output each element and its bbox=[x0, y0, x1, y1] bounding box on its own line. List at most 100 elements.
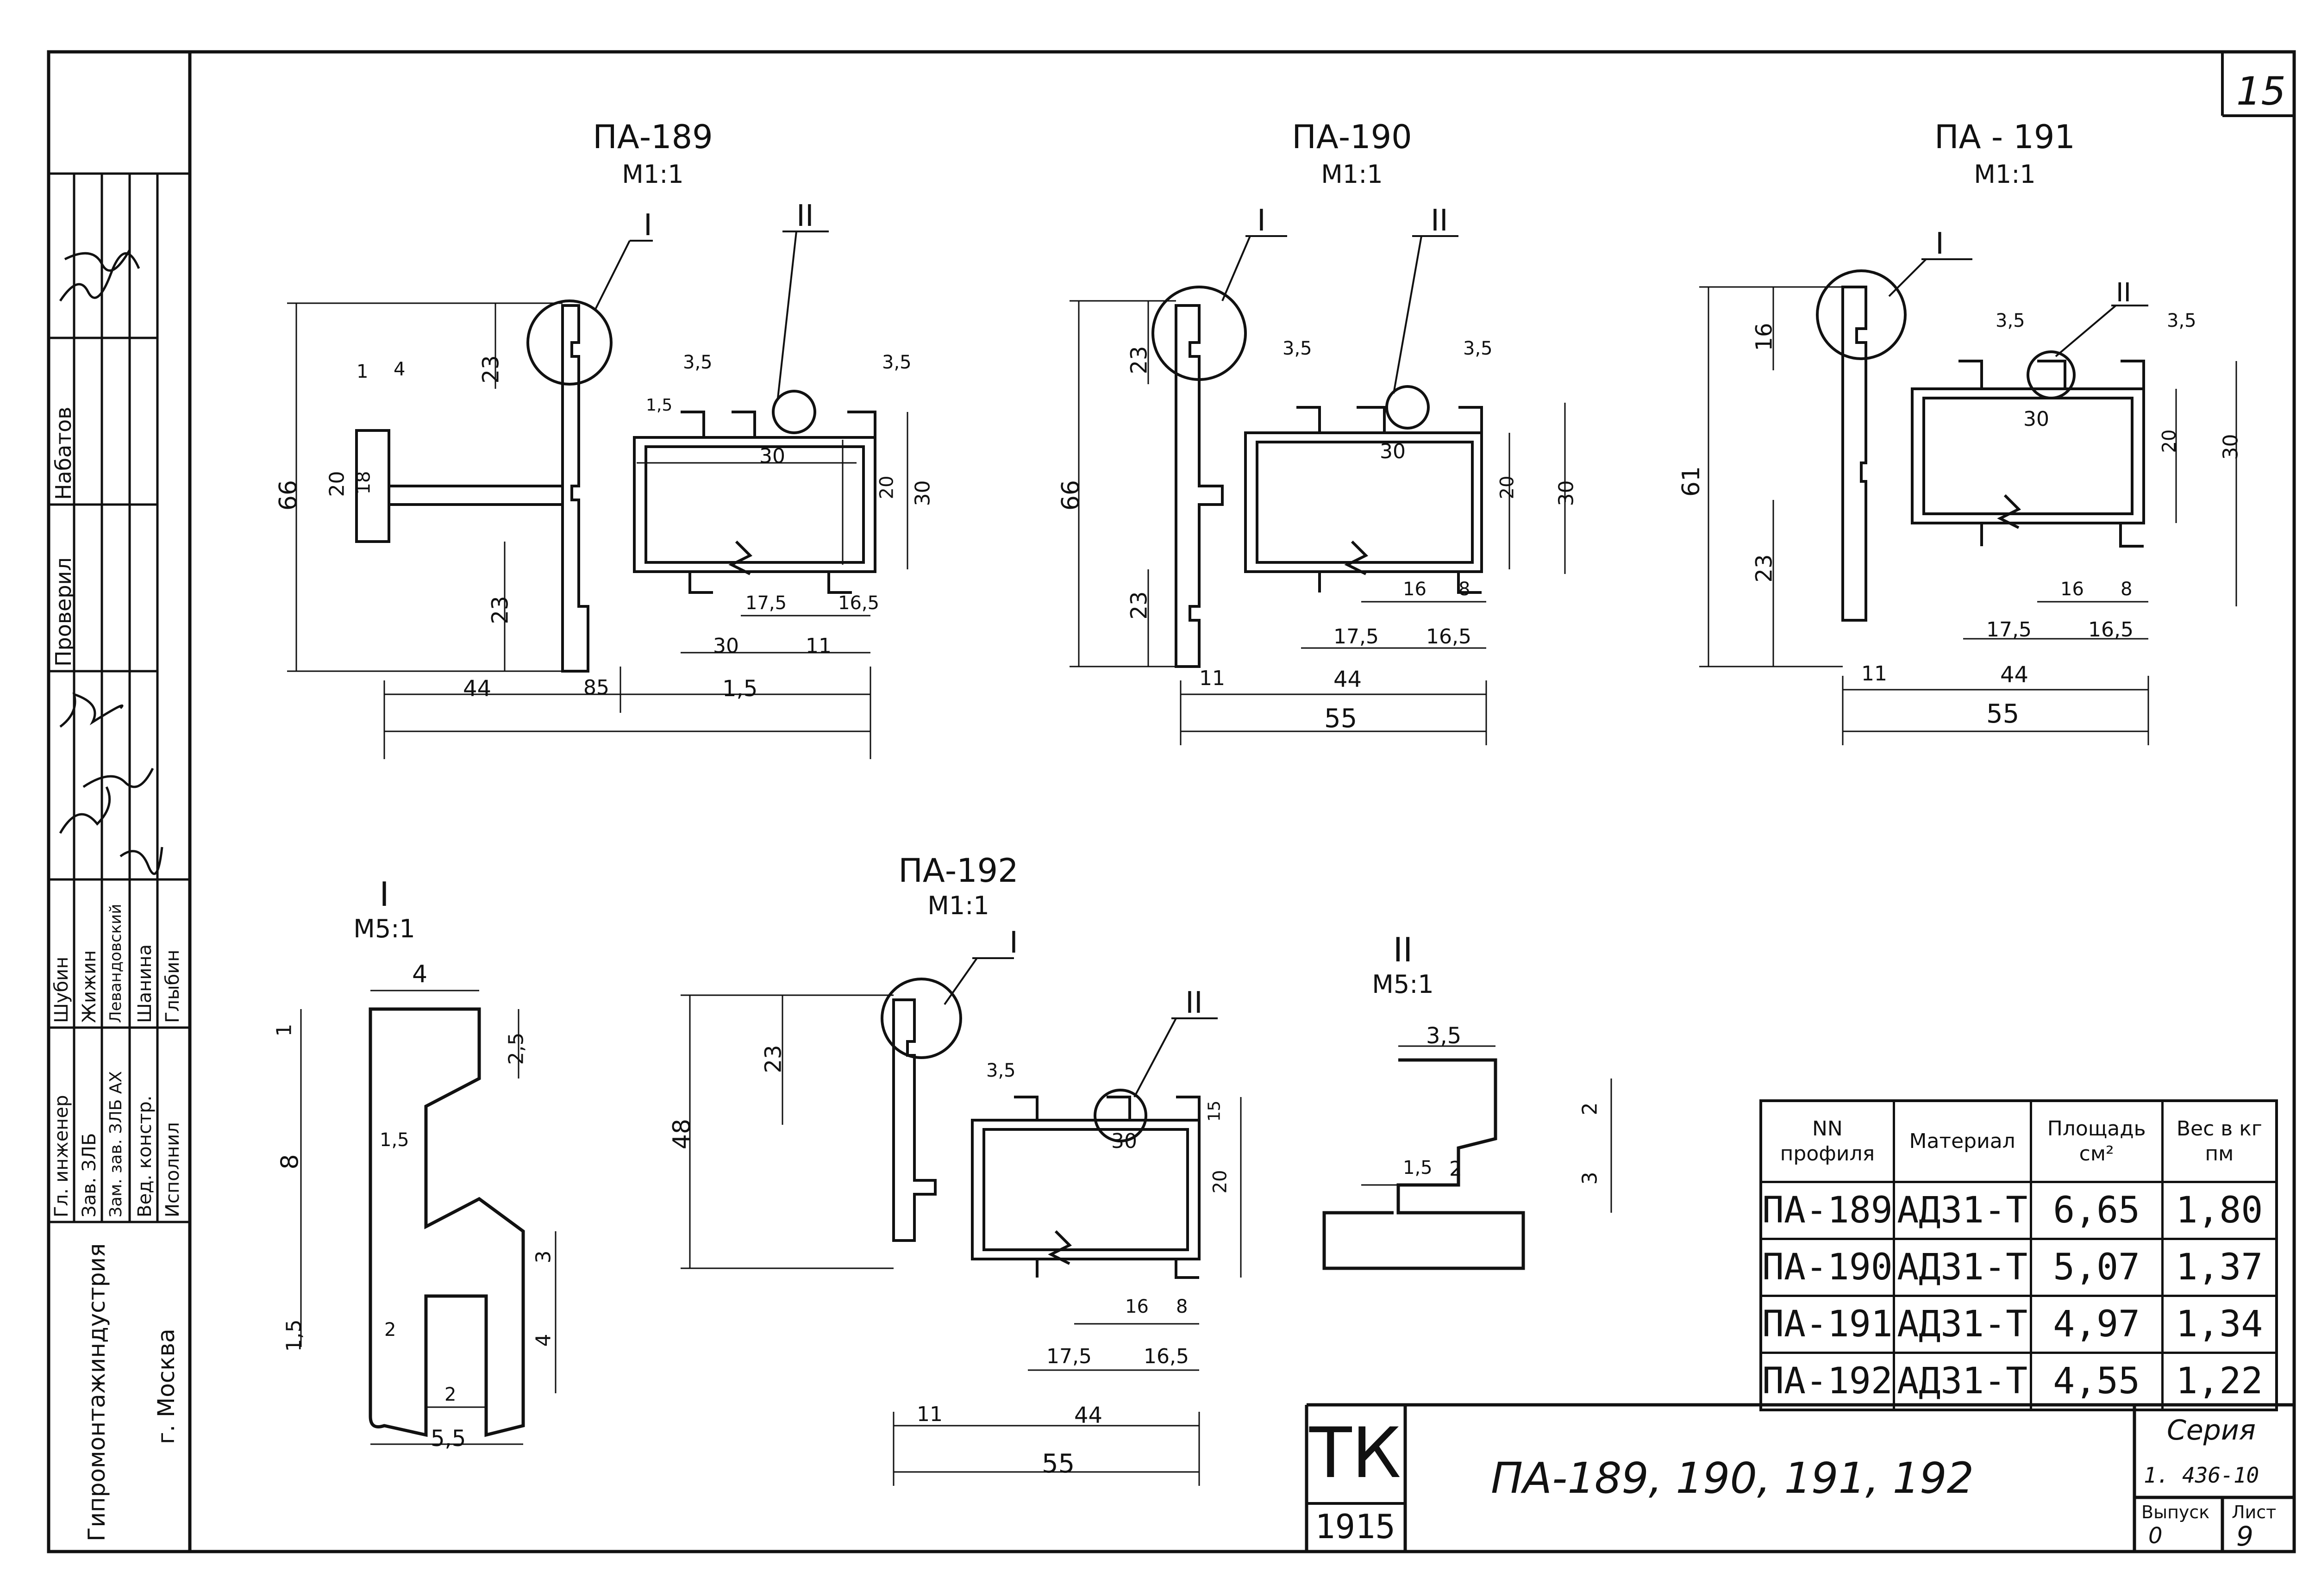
table-header: Вес в кг пм bbox=[2161, 1099, 2278, 1183]
table-cell: 1,22 bbox=[2161, 1352, 2278, 1411]
callout-ii-pa191: II bbox=[2116, 278, 2132, 308]
dim-pa192-23: 23 bbox=[760, 1045, 787, 1073]
dim-pa189-30c: 44 bbox=[463, 676, 492, 702]
dim-pa192-height: 48 bbox=[668, 1118, 696, 1150]
table-cell: АД31-Т bbox=[1892, 1181, 2032, 1240]
dim-d1-25: 2,5 bbox=[504, 1032, 528, 1065]
table-header-row: NN профиля Материал Площадь см² Вес в кг… bbox=[1759, 1099, 2278, 1183]
detail-title-2: II bbox=[1393, 930, 1413, 969]
table-header: Материал bbox=[1892, 1099, 2032, 1183]
dim-d1-15b: 1,5 bbox=[282, 1319, 306, 1352]
table-row: ПА-190 АД31-Т 5,07 1,37 bbox=[1759, 1238, 2278, 1297]
dim-pa189-18: 18 bbox=[353, 471, 375, 495]
dim-pa189-20: 20 bbox=[325, 471, 349, 497]
table-cell: 1,37 bbox=[2161, 1238, 2278, 1297]
series-number: 1. 436-10 bbox=[2144, 1463, 2259, 1488]
dim-d1-2a: 2 bbox=[384, 1319, 396, 1340]
sheet-number-box bbox=[2221, 52, 2294, 117]
profile-pa191-dimlines bbox=[1699, 286, 2237, 745]
table-cell: 4,55 bbox=[2029, 1352, 2164, 1411]
issue-label: Выпуск bbox=[2141, 1502, 2210, 1522]
dim-pa189-30a: 30 bbox=[759, 444, 785, 468]
dim-pa191-20: 20 bbox=[2159, 429, 2180, 453]
table-cell: ПА-189 bbox=[1759, 1181, 1895, 1240]
dim-pa192-165: 16,5 bbox=[1144, 1345, 1189, 1368]
dim-pa190-height: 66 bbox=[1057, 480, 1085, 511]
dim-pa190-35a: 3,5 bbox=[1283, 338, 1312, 359]
name-5: Глыбин bbox=[162, 949, 183, 1023]
name-4: Шанина bbox=[134, 944, 156, 1023]
stamp-checked: Проверил bbox=[51, 557, 76, 667]
tk-number: 1915 bbox=[1307, 1502, 1404, 1549]
table-cell: АД31-Т bbox=[1892, 1352, 2032, 1411]
dim-d1-1: 1 bbox=[272, 1023, 296, 1037]
dim-pa189-height: 66 bbox=[275, 480, 303, 511]
detail-1-drawing bbox=[369, 1007, 525, 1437]
dim-pa189-20b: 20 bbox=[876, 475, 898, 499]
dim-pa189-165: 11 bbox=[806, 634, 832, 658]
profile-title-pa191: ПА - 191 bbox=[1934, 118, 2075, 156]
dim-d1-15a: 1,5 bbox=[380, 1129, 409, 1151]
dim-pa190-44: 44 bbox=[1333, 667, 1362, 692]
detail-scale-1: М5:1 bbox=[353, 914, 415, 943]
stamp-name: Набатов bbox=[51, 406, 76, 500]
dim-pa191-165: 16,5 bbox=[2088, 618, 2134, 642]
dim-pa189-15: 1,5 bbox=[646, 396, 673, 415]
dim-d1-2b: 2 bbox=[444, 1384, 457, 1405]
dim-pa189-175: 30 bbox=[713, 634, 739, 658]
table-cell: АД31-Т bbox=[1892, 1238, 2032, 1297]
signature-scribbles bbox=[59, 249, 163, 875]
detail-1-dimlines bbox=[300, 990, 557, 1445]
dim-pa191-height: 61 bbox=[1677, 466, 1706, 497]
dim-pa189-35a: 3,5 bbox=[683, 352, 713, 373]
dim-pa191-30a: 30 bbox=[2023, 407, 2049, 431]
role-3: Зам. зав. ЗЛБ АХ bbox=[106, 1071, 125, 1217]
dim-d1-3: 3 bbox=[532, 1250, 556, 1264]
profile-spec-table: NN профиля Материал Площадь см² Вес в кг… bbox=[1759, 1099, 2278, 1411]
profile-pa190-drawing bbox=[1151, 286, 1483, 668]
profile-pa189-leaders bbox=[594, 231, 829, 399]
dim-pa190-20: 20 bbox=[1496, 475, 1518, 499]
dim-pa190-55: 55 bbox=[1324, 704, 1358, 734]
dim-pa191-8: 8 bbox=[2121, 579, 2133, 600]
table-cell: ПА-192 bbox=[1759, 1352, 1895, 1411]
sheet-value: 9 bbox=[2236, 1521, 2253, 1552]
dim-pa191-top: 16 bbox=[1751, 323, 1777, 351]
dim-pa190-8: 8 bbox=[1458, 579, 1470, 600]
table-cell: 6,65 bbox=[2029, 1181, 2164, 1240]
dim-pa191-bottom: 23 bbox=[1751, 554, 1777, 583]
table-cell: ПА-191 bbox=[1759, 1295, 1895, 1354]
dim-pa191-44: 44 bbox=[2000, 662, 2029, 688]
profile-pa192-dimlines bbox=[681, 994, 1242, 1486]
dim-pa189-4: 4 bbox=[394, 359, 406, 380]
dim-pa192-20: 20 bbox=[1209, 1170, 1231, 1194]
city-name: г. Москва bbox=[153, 1328, 180, 1444]
dim-pa190-175: 17,5 bbox=[1333, 625, 1379, 648]
sidebar-grid bbox=[49, 172, 190, 1223]
role-5: Исполнил bbox=[162, 1122, 183, 1217]
dim-pa191-11: 11 bbox=[1861, 662, 1887, 686]
dim-pa190-30a: 30 bbox=[1380, 440, 1406, 463]
profile-pa191-leaders bbox=[1888, 258, 2148, 357]
dim-pa192-30: 30 bbox=[1111, 1129, 1137, 1153]
callout-ii-pa190: II bbox=[1431, 204, 1448, 238]
dim-pa189-11: 85 bbox=[583, 676, 609, 699]
table-cell: 1,34 bbox=[2161, 1295, 2278, 1354]
dim-pa192-11: 11 bbox=[917, 1403, 943, 1426]
dim-pa190-30b: 30 bbox=[1554, 480, 1578, 506]
role-4: Вед. констр. bbox=[134, 1095, 156, 1217]
dim-pa191-35b: 3,5 bbox=[2167, 310, 2196, 331]
dim-d2-15: 1,5 bbox=[1403, 1157, 1433, 1178]
dim-d1-4b: 4 bbox=[532, 1334, 556, 1347]
profile-pa189-dimlines bbox=[287, 302, 908, 759]
dim-d1-4: 4 bbox=[412, 960, 428, 988]
profile-title-pa189: ПА-189 bbox=[593, 118, 713, 156]
dim-pa189-top: 23 bbox=[478, 355, 504, 384]
dim-pa190-35b: 3,5 bbox=[1463, 338, 1493, 359]
profile-pa192-leaders bbox=[944, 957, 1218, 1097]
tk-stamp: ТК 1915 bbox=[1307, 1407, 1404, 1546]
profile-pa190-leaders bbox=[1221, 235, 1458, 394]
sheet-number: 15 bbox=[2236, 69, 2286, 114]
name-3: Левандовский bbox=[106, 904, 125, 1023]
